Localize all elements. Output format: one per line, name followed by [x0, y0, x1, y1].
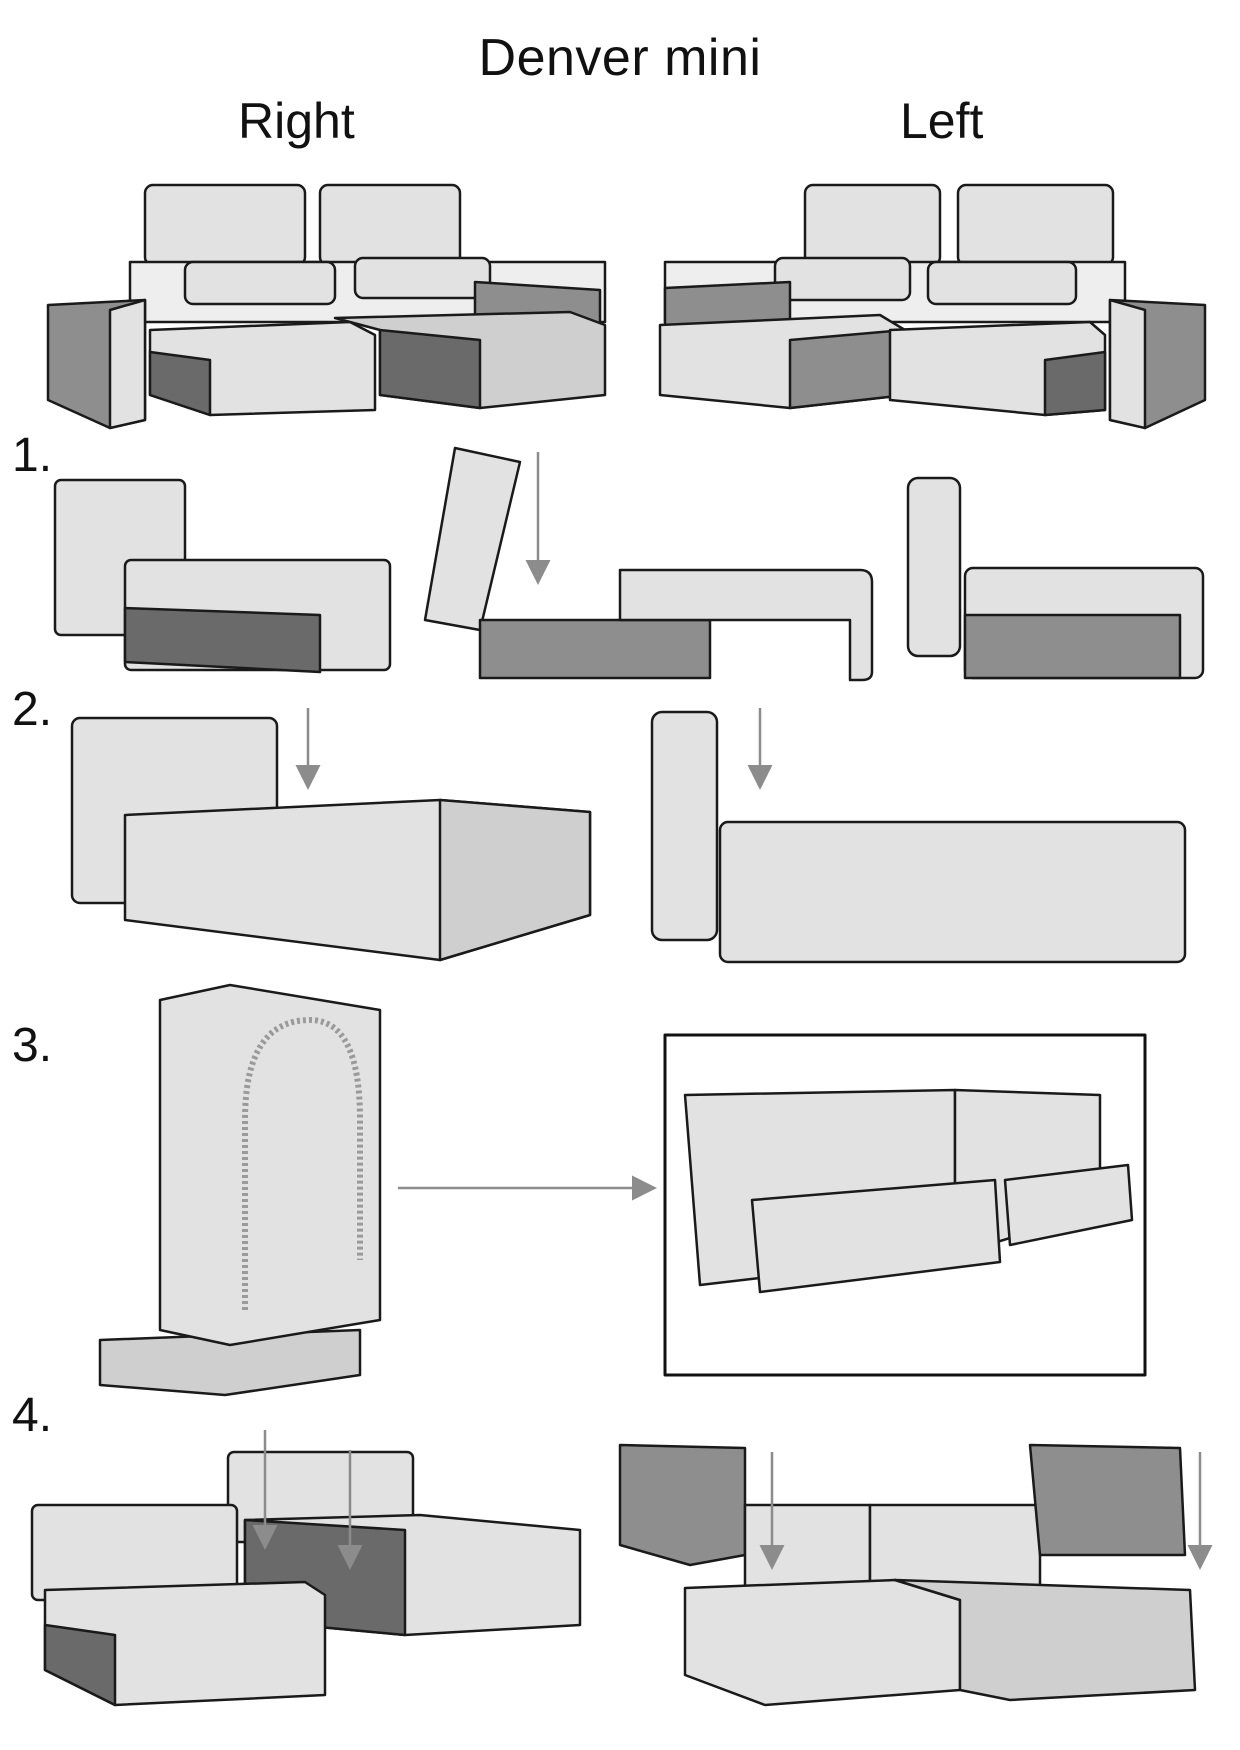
step-1-armrest-middle — [423, 446, 874, 682]
armrest — [618, 1443, 747, 1567]
seat-module — [718, 820, 1187, 964]
left-column-heading: Left — [900, 93, 984, 149]
seat-cover — [158, 983, 382, 1347]
lumbar-cushion — [183, 260, 337, 306]
back-cushion — [956, 183, 1115, 267]
step-4-label: 4. — [12, 1389, 53, 1442]
lumbar-cushion — [926, 260, 1078, 306]
step-1-label: 1. — [12, 429, 53, 482]
back-cushion — [318, 183, 462, 267]
step-2-right — [70, 716, 592, 962]
overview-left-sofa — [658, 183, 1207, 430]
armrest — [1028, 1443, 1187, 1557]
step-3-cushions-inset — [663, 1033, 1147, 1377]
back-cushion — [803, 183, 942, 267]
seat-base-panel — [123, 606, 322, 674]
direction-arrows — [252, 452, 1213, 1570]
lumbar-cushion — [773, 256, 912, 302]
right-column-heading: Right — [238, 93, 355, 149]
seat-module — [683, 1578, 962, 1707]
armrest — [906, 476, 962, 658]
step-1-armrest-left — [906, 476, 1205, 680]
seat-base — [478, 618, 712, 680]
zipper — [242, 1017, 363, 1310]
lumbar-cushion — [1003, 1163, 1134, 1247]
back-cushion — [143, 183, 307, 267]
overview-right-sofa — [46, 183, 607, 430]
step-3-seat-unzipped — [98, 983, 382, 1397]
step-1-armrest-right — [53, 478, 392, 674]
seat-top — [618, 568, 874, 682]
diagram-title: Denver mini — [478, 29, 762, 87]
step-4-left — [618, 1443, 1197, 1707]
armrest-tilted — [423, 446, 522, 632]
step-2-left — [650, 710, 1187, 964]
step-3-label: 3. — [12, 1019, 53, 1072]
armrest — [650, 710, 719, 942]
seat-base-panel — [963, 613, 1182, 680]
lumbar-cushion — [353, 256, 492, 300]
seat-module — [893, 1578, 1197, 1702]
step-4-right — [30, 1450, 582, 1707]
step-2-label: 2. — [12, 683, 53, 736]
lumbar-cushion — [750, 1178, 1002, 1294]
